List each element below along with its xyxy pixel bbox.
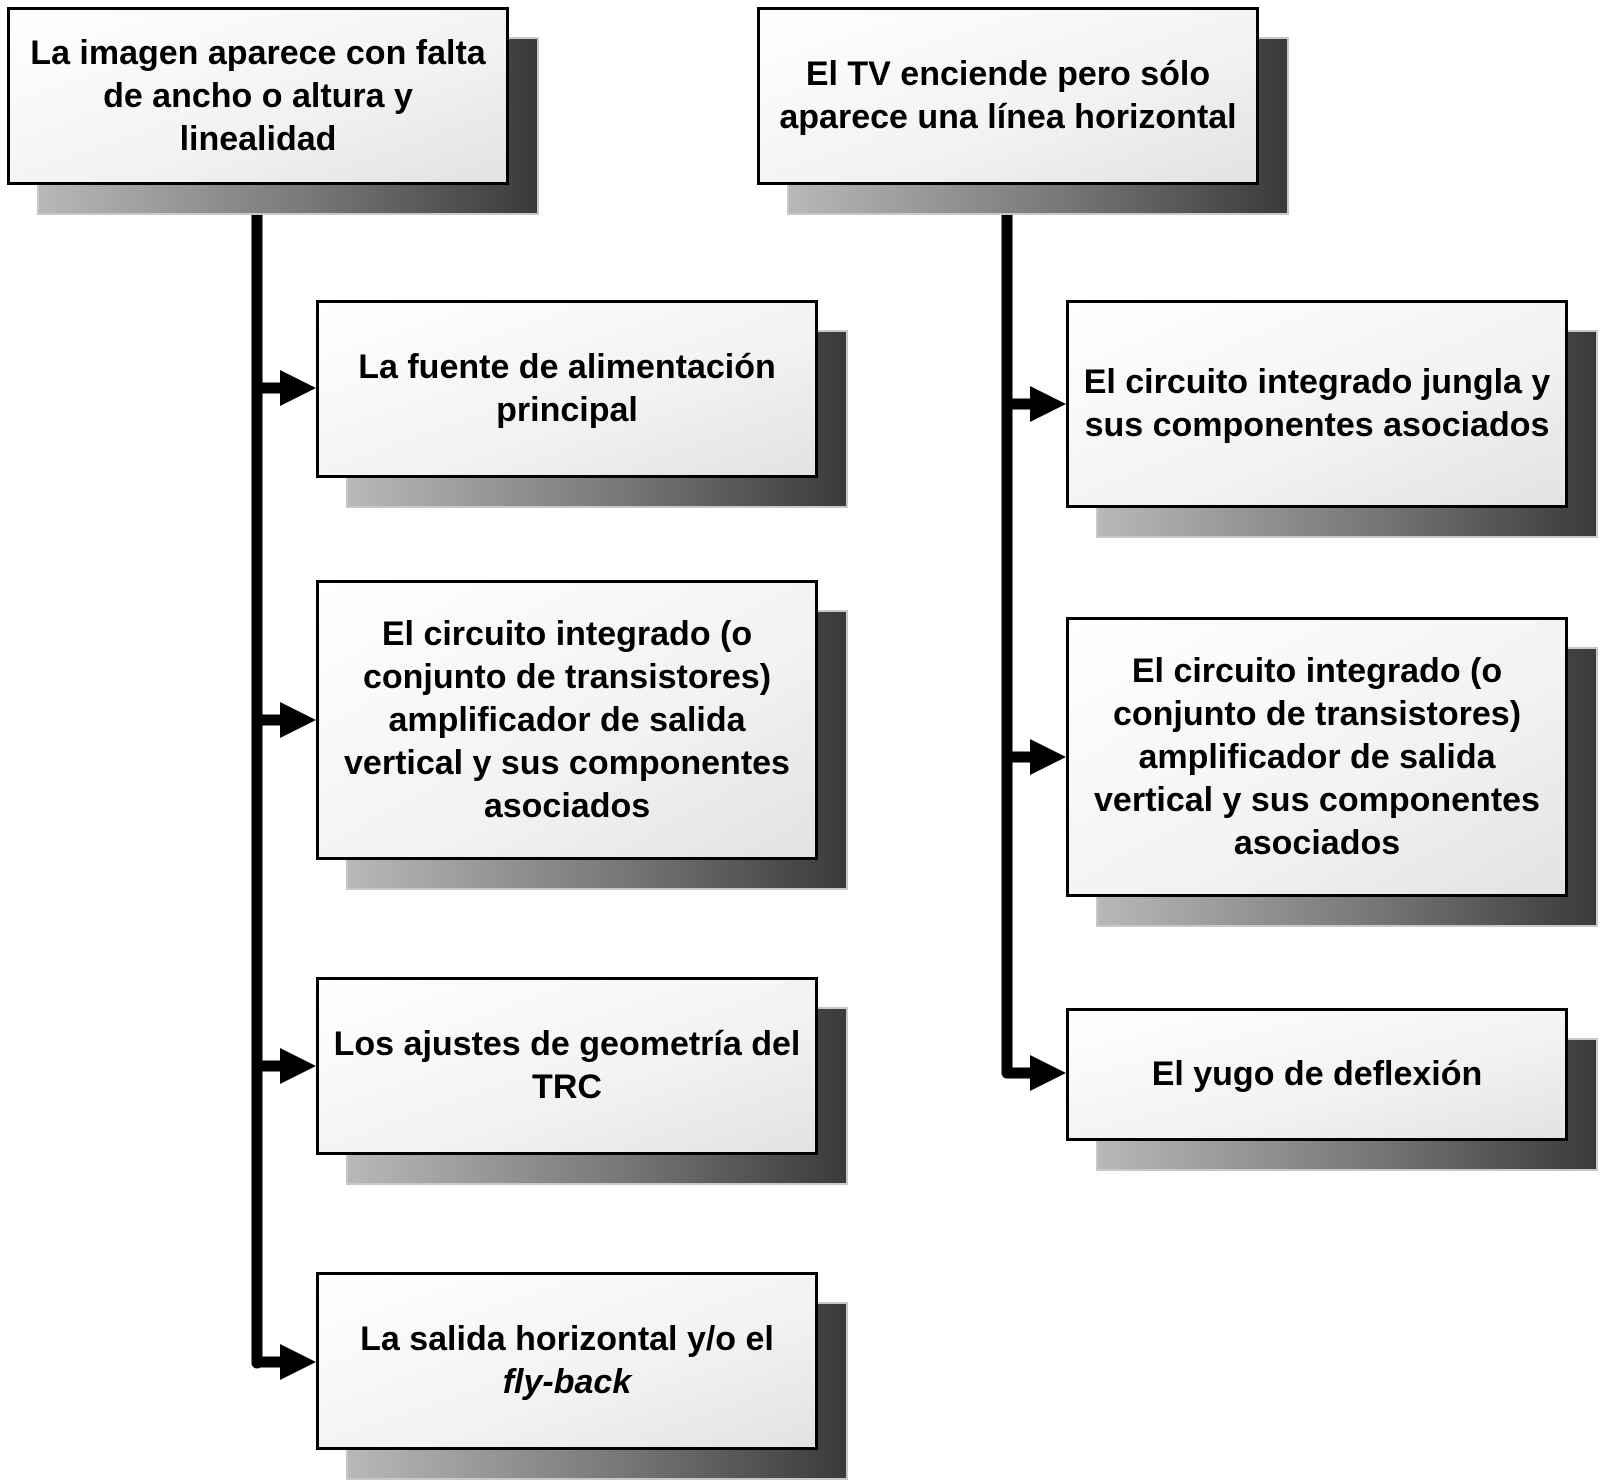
left-root-text: La imagen aparece con falta de ancho o a… <box>30 33 486 158</box>
left-child-box: La salida horizontal y/o el fly-back <box>316 1272 818 1450</box>
left-root-box: La imagen aparece con falta de ancho o a… <box>7 7 509 185</box>
left-child-node: La fuente de alimentación principal <box>316 300 848 508</box>
left-child-text: El circuito integrado (o conjunto de tra… <box>344 614 790 825</box>
left-child-text: La fuente de alimentación principal <box>358 348 776 429</box>
right-child-node: El yugo de deflexión <box>1066 1008 1598 1171</box>
right-root-box: El TV enciende pero sólo aparece una lín… <box>757 7 1259 185</box>
right-child-box: El yugo de deflexión <box>1066 1008 1568 1141</box>
right-child-box: El circuito integrado (o conjunto de tra… <box>1066 617 1568 897</box>
left-child-text-main: La salida horizontal y/o el <box>360 1320 774 1358</box>
right-child-text: El circuito integrado jungla y sus compo… <box>1083 363 1551 444</box>
left-child-box: El circuito integrado (o conjunto de tra… <box>316 580 818 860</box>
left-child-node: El circuito integrado (o conjunto de tra… <box>316 580 848 890</box>
arrowhead-icon <box>1030 739 1066 775</box>
left-child-box: La fuente de alimentación principal <box>316 300 818 478</box>
arrowhead-icon <box>280 1344 316 1380</box>
left-child-text-italic: fly-back <box>502 1363 632 1401</box>
left-child-text: La salida horizontal y/o el fly-back <box>360 1318 774 1404</box>
right-child-node: El circuito integrado jungla y sus compo… <box>1066 300 1598 538</box>
left-child-node: Los ajustes de geometría del TRC <box>316 977 848 1185</box>
right-child-text: El circuito integrado (o conjunto de tra… <box>1094 651 1540 862</box>
left-root-node: La imagen aparece con falta de ancho o a… <box>7 7 539 215</box>
arrowhead-icon <box>280 370 316 406</box>
left-child-box: Los ajustes de geometría del TRC <box>316 977 818 1155</box>
arrowhead-icon <box>1030 1055 1066 1091</box>
right-child-node: El circuito integrado (o conjunto de tra… <box>1066 617 1598 927</box>
arrowhead-icon <box>1030 386 1066 422</box>
right-root-node: El TV enciende pero sólo aparece una lín… <box>757 7 1289 215</box>
right-child-text: El yugo de deflexión <box>1151 1055 1483 1093</box>
left-child-node: La salida horizontal y/o el fly-back <box>316 1272 848 1480</box>
right-child-box: El circuito integrado jungla y sus compo… <box>1066 300 1568 508</box>
arrowhead-icon <box>280 1048 316 1084</box>
arrowhead-icon <box>280 702 316 738</box>
left-child-text: Los ajustes de geometría del TRC <box>333 1025 801 1106</box>
right-root-text: El TV enciende pero sólo aparece una lín… <box>779 55 1237 136</box>
